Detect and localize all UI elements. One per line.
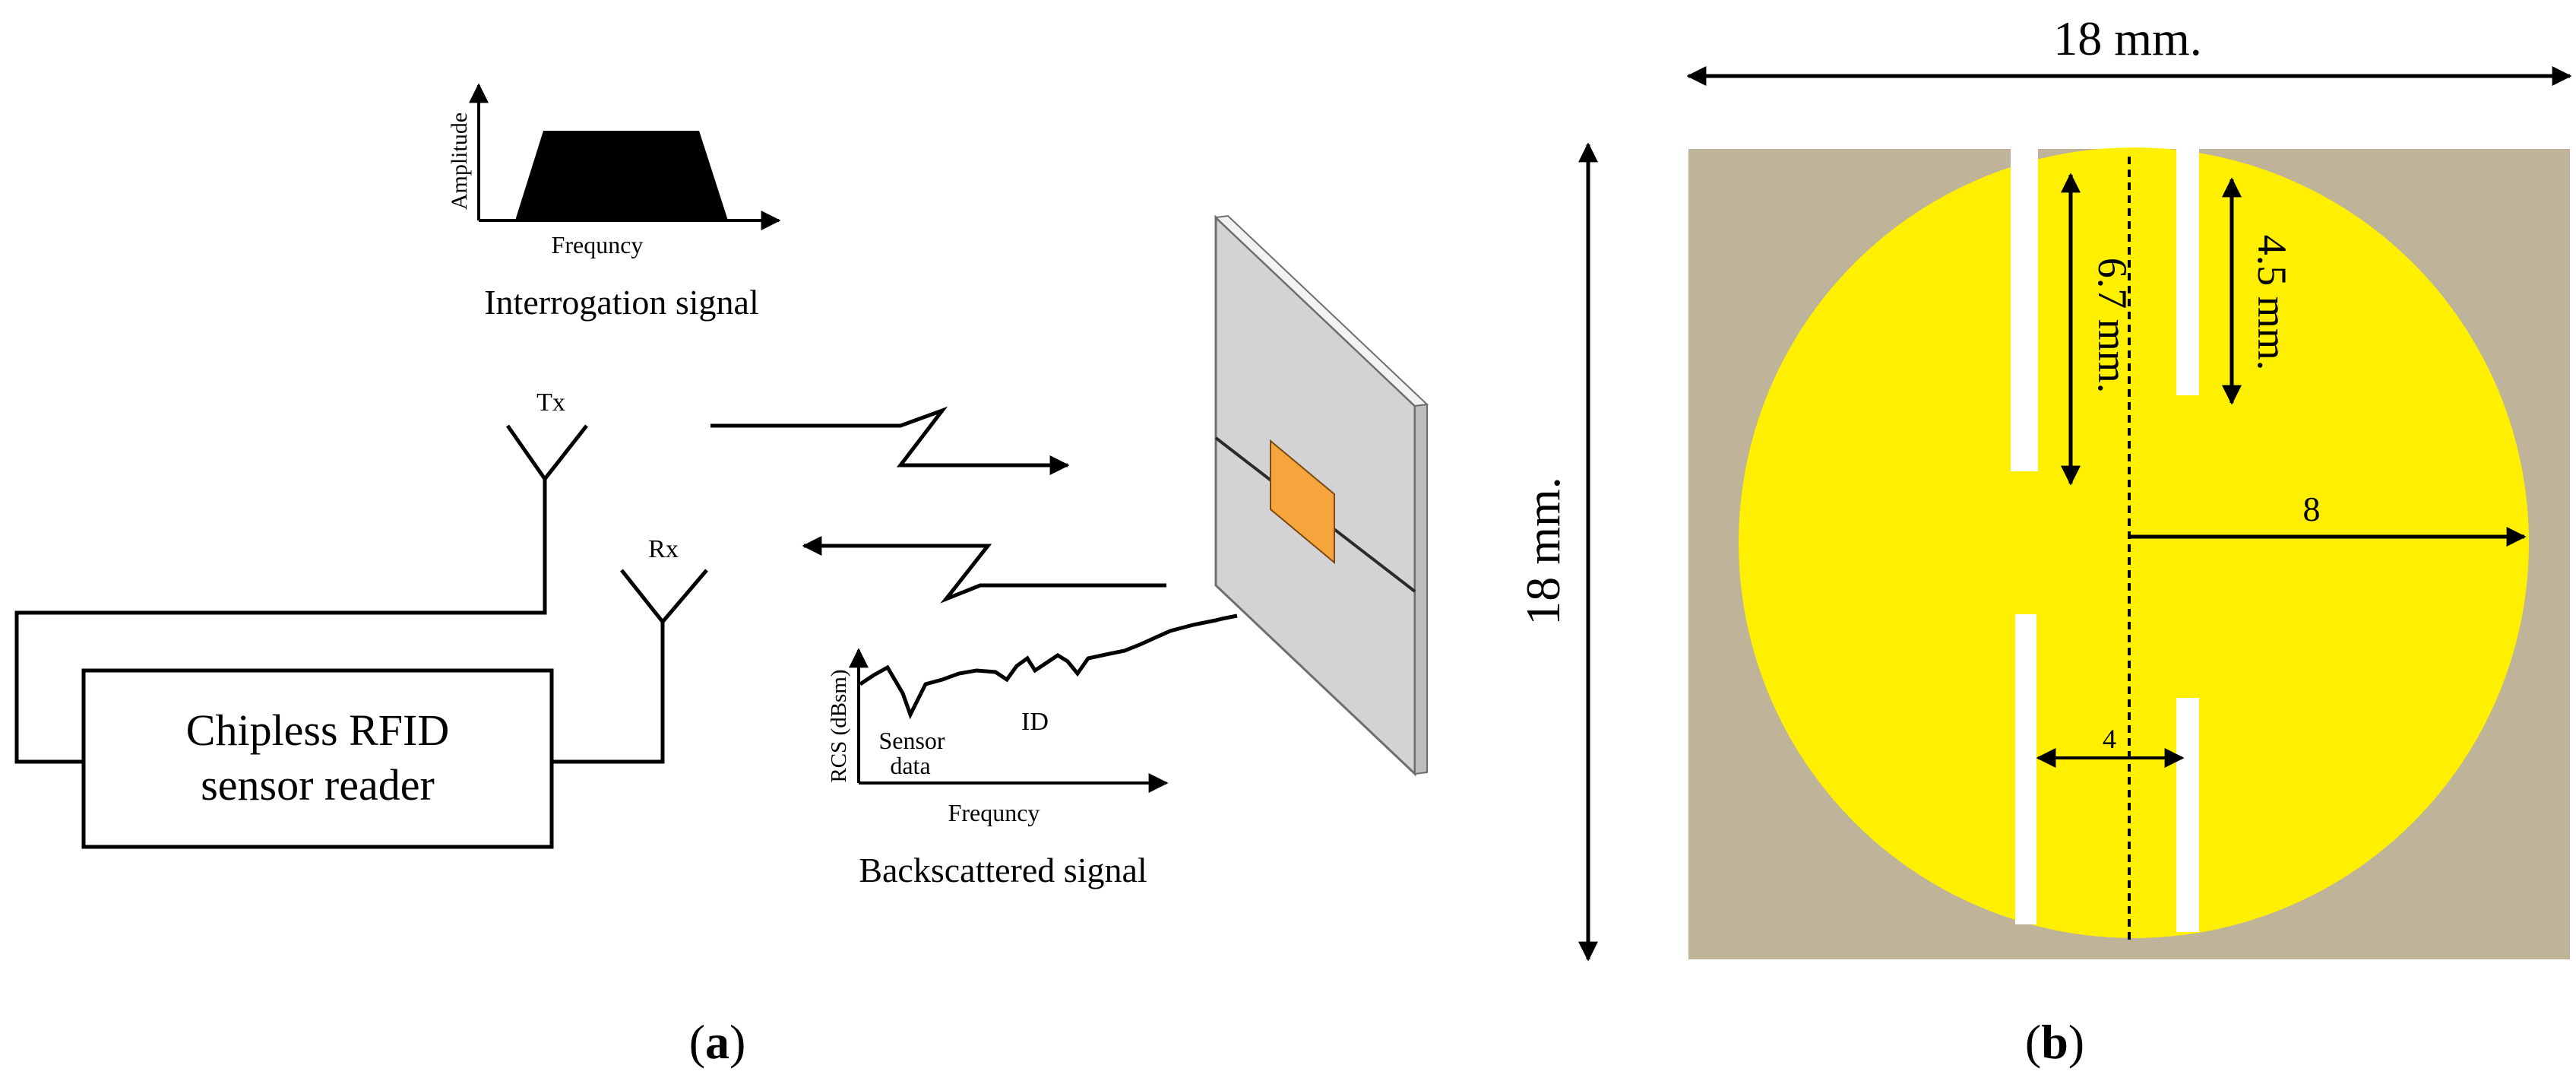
slot-spacing-dimension-label: 4 — [2103, 724, 2116, 754]
interrogation-caption: Interrogation signal — [484, 283, 759, 322]
slot-bottom-right — [2176, 698, 2199, 932]
rx-antenna: Rx — [620, 535, 708, 625]
reader-label-line2: sensor reader — [201, 760, 435, 810]
id-label: ID — [1021, 708, 1049, 736]
tx-antenna: Tx — [505, 388, 588, 483]
backscatter-rcs-curve — [859, 613, 1238, 720]
long-slot-dimension-label: 6.7 mm. — [2090, 258, 2135, 394]
height-dimension-label: 18 mm. — [1516, 477, 1570, 626]
panel-b-label: (b) — [2025, 1015, 2084, 1069]
reader-box: Chipless RFID sensor reader — [81, 668, 554, 849]
interrogation-spectrum-trapezoid — [515, 131, 728, 220]
panel-a-label: (a) — [689, 1015, 746, 1069]
tx-feed-wire — [14, 479, 547, 764]
chipless-tag — [1214, 214, 1429, 777]
backscatter-plot: RCS (dBsm) Sensor data ID Frequncy Backs… — [827, 613, 1238, 889]
interrogation-y-axis-label: Amplitude — [447, 113, 472, 210]
transmit-signal-arrow — [710, 406, 1070, 475]
circular-patch — [1739, 147, 2529, 938]
tag-sensor-element — [1270, 439, 1335, 565]
slot-top-left — [2011, 144, 2038, 471]
tx-label: Tx — [536, 388, 565, 417]
backscatter-signal-arrow — [802, 536, 1166, 604]
rx-antenna-icon — [620, 569, 708, 625]
backscatter-y-axis-label: RCS (dBsm) — [827, 669, 851, 782]
reader-label-line1: Chipless RFID — [186, 705, 449, 755]
interrogation-plot: Amplitude Frequncy Interrogation signal — [447, 83, 781, 322]
rx-label: Rx — [648, 535, 679, 563]
width-dimension-label: 18 mm. — [2053, 11, 2202, 65]
slot-top-right — [2176, 144, 2199, 395]
sensor-data-label-line1: Sensor — [878, 727, 945, 754]
tx-antenna-icon — [505, 424, 588, 483]
panel-b: 18 mm. 18 mm. 6.7 mm. 4.5 mm. 8 4 (b) — [1516, 11, 2572, 1069]
reader-box-outline — [81, 668, 554, 849]
radius-dimension-label: 8 — [2303, 490, 2321, 528]
slot-bottom-left — [2015, 614, 2036, 924]
short-slot-dimension-label: 4.5 mm. — [2249, 235, 2295, 371]
backscatter-caption: Backscattered signal — [859, 851, 1147, 889]
tag-panel-side — [1414, 403, 1428, 775]
rx-feed-wire — [552, 622, 665, 764]
interrogation-x-axis-label: Frequncy — [552, 231, 644, 258]
panel-a: Amplitude Frequncy Interrogation signal … — [14, 83, 1429, 1069]
backscatter-x-axis-label: Frequncy — [948, 799, 1040, 826]
sensor-data-label-line2: data — [890, 752, 930, 779]
